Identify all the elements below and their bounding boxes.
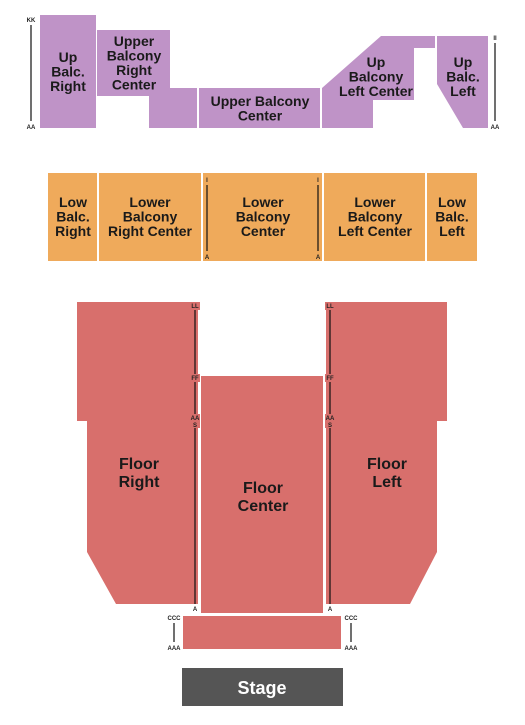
section-up-balcony-left-center[interactable]: [322, 36, 435, 128]
row-label-bg: [190, 414, 200, 428]
row-label-upper-right-top: KK: [27, 18, 36, 24]
section-label-line: Balcony: [123, 209, 178, 225]
row-label-upper-left-top: II: [493, 36, 497, 42]
row-labels-floor-right-aisle: LL FF AA S A: [325, 302, 335, 614]
section-label-line: Left: [439, 223, 465, 239]
section-label-line: Right: [50, 78, 86, 94]
section-label-line: Center: [112, 77, 157, 93]
row-label-a: A: [193, 607, 198, 613]
row-label-bg: [190, 374, 200, 382]
row-label-pit-left-bottom: AAA: [168, 646, 182, 652]
row-label-lower-right-aisle-bottom: A: [316, 255, 321, 261]
row-label-bg: [325, 374, 335, 382]
row-label-bg: [325, 414, 335, 428]
section-label-line: Lower: [242, 194, 284, 210]
row-label-lower-left-aisle-top: I: [206, 178, 208, 184]
row-label-bg: [190, 604, 200, 614]
section-label-line: Right: [116, 62, 152, 78]
section-label-line: Balc.: [51, 64, 84, 80]
row-label-aa: AA: [191, 416, 200, 422]
section-label-line: Balcony: [107, 48, 162, 64]
section-floor-center[interactable]: [201, 376, 323, 613]
section-label-line: Up: [367, 54, 386, 70]
section-lower-balcony-left-center[interactable]: [324, 173, 425, 261]
section-up-balc-right[interactable]: [40, 15, 96, 128]
section-label-line: Balc.: [446, 69, 479, 85]
section-label-line: Balcony: [349, 69, 404, 85]
section-low-balc-left[interactable]: [427, 173, 477, 261]
section-label-line: Balc.: [435, 209, 468, 225]
section-label-line: Left Center: [338, 223, 412, 239]
section-label-line: Balcony: [348, 209, 403, 225]
section-label-line: Lower: [354, 194, 396, 210]
row-label-pit-right-bottom: AAA: [345, 646, 359, 652]
section-label-line: Right: [55, 223, 91, 239]
section-label-line: Up: [454, 54, 473, 70]
stage-label: Stage: [237, 678, 286, 698]
section-lower-balcony-center[interactable]: [203, 173, 322, 261]
section-label-line: Right Center: [108, 223, 193, 239]
section-label-line: Center: [241, 223, 286, 239]
row-label-bg: [190, 302, 200, 310]
section-label-line: Low: [438, 194, 466, 210]
row-labels-floor-left-aisle: LL FF AA S A: [190, 302, 200, 614]
section-low-balc-right[interactable]: [48, 173, 97, 261]
section-floor-pit[interactable]: [183, 616, 341, 649]
section-label-line: Left: [450, 83, 476, 99]
section-label-line: Balc.: [56, 209, 89, 225]
row-label-pit-left-top: CCC: [168, 616, 182, 622]
row-label-bg: [325, 302, 335, 310]
section-label-line: Up: [59, 49, 78, 65]
section-upper-balcony-right-center[interactable]: [97, 30, 197, 128]
stage: [182, 668, 343, 706]
row-label-ll: LL: [326, 304, 334, 310]
row-label-lower-left-aisle-bottom: A: [205, 255, 210, 261]
section-floor-left[interactable]: [326, 302, 447, 604]
section-label-line: Left Center: [339, 83, 413, 99]
section-label-line: Floor: [119, 456, 159, 473]
row-label-ll: LL: [191, 304, 199, 310]
row-label-a: A: [328, 607, 333, 613]
section-lower-balcony-right-center[interactable]: [99, 173, 201, 261]
row-label-upper-left-bottom: AA: [491, 125, 500, 131]
row-label-ff: FF: [326, 376, 334, 382]
row-label-s: S: [193, 423, 197, 429]
section-label-line: Right: [119, 474, 161, 491]
section-label-line: Upper: [114, 33, 155, 49]
section-up-balc-left[interactable]: [437, 36, 488, 128]
section-upper-balcony-center[interactable]: [199, 88, 320, 128]
section-label-line: Center: [238, 108, 283, 124]
row-label-ff: FF: [191, 376, 199, 382]
section-label-line: Floor: [367, 456, 407, 473]
section-label-line: Lower: [129, 194, 171, 210]
row-label-bg: [325, 604, 335, 614]
row-label-upper-right-bottom: AA: [27, 125, 36, 131]
row-label-pit-right-top: CCC: [345, 616, 359, 622]
section-label-line: Balcony: [236, 209, 291, 225]
section-label-line: Left: [372, 474, 402, 491]
section-label-line: Low: [59, 194, 87, 210]
row-label-s: S: [328, 423, 332, 429]
section-label-line: Upper Balcony: [211, 93, 310, 109]
section-label-line: Center: [238, 498, 289, 515]
section-label-line: Floor: [243, 480, 283, 497]
row-label-aa: AA: [326, 416, 335, 422]
section-floor-right[interactable]: [77, 302, 198, 604]
row-label-lower-right-aisle-top: I: [317, 178, 319, 184]
